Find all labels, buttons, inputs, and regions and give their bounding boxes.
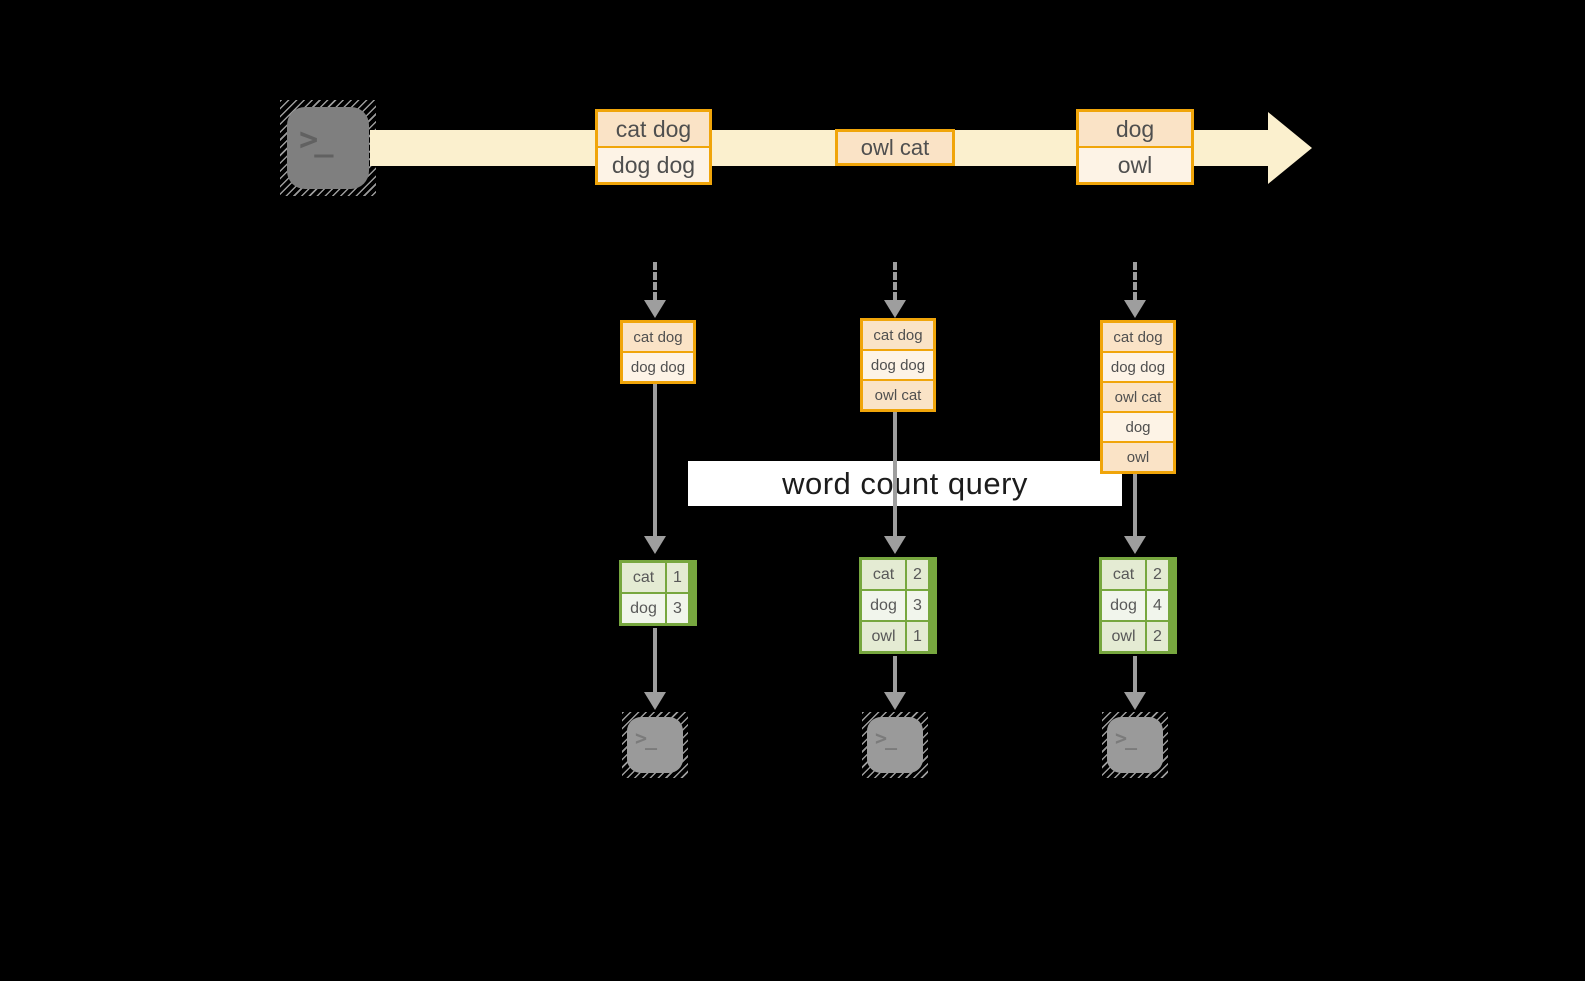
ingest-arrow-2	[884, 262, 906, 318]
stream-batch-1: cat dog dog dog	[595, 109, 712, 185]
count-cell: 2	[1147, 622, 1168, 651]
stream-item: dog dog	[598, 148, 709, 182]
output-arrow-2	[884, 656, 906, 710]
count-cell: 3	[667, 594, 688, 623]
stream-arrowhead-icon	[1268, 112, 1312, 184]
buffer-item: cat dog	[863, 321, 933, 349]
terminal-prompt-glyph: >_	[635, 726, 657, 750]
word-cell: dog	[862, 591, 905, 620]
stream-batch-3: dog owl	[1076, 109, 1194, 185]
output-arrow-1	[644, 628, 666, 710]
terminal-icon: >_	[867, 717, 923, 773]
buffer-item: cat dog	[1103, 323, 1173, 351]
word-cell: dog	[622, 594, 665, 623]
ingest-arrow-3	[1124, 262, 1146, 318]
sink-terminal-icon-3: >_	[1102, 712, 1168, 778]
terminal-prompt-glyph: >_	[299, 120, 333, 158]
count-cell: 2	[907, 560, 928, 589]
buffer-item: dog	[1103, 413, 1173, 441]
count-cell: 2	[1147, 560, 1168, 589]
count-cell: 4	[1147, 591, 1168, 620]
buffer-stack-3: cat dog dog dog owl cat dog owl	[1100, 320, 1176, 474]
buffer-stack-2: cat dog dog dog owl cat	[860, 318, 936, 412]
count-table-3: cat 2 dog 4 owl 2	[1099, 557, 1177, 654]
terminal-prompt-glyph: >_	[1115, 726, 1137, 750]
buffer-item: dog dog	[863, 351, 933, 379]
sink-terminal-icon-2: >_	[862, 712, 928, 778]
query-arrow-1	[644, 384, 666, 556]
word-cell: owl	[862, 622, 905, 651]
word-cell: cat	[862, 560, 905, 589]
output-arrow-3	[1124, 656, 1146, 710]
buffer-item: owl cat	[863, 381, 933, 409]
stream-item: cat dog	[598, 112, 709, 146]
count-cell: 1	[667, 563, 688, 592]
query-label: word count query	[782, 465, 1028, 501]
stream-item: owl	[1079, 148, 1191, 182]
buffer-item: owl cat	[1103, 383, 1173, 411]
stream-batch-2: owl cat	[835, 129, 955, 166]
query-band: word count query	[688, 461, 1122, 506]
query-arrow-2	[884, 412, 906, 554]
word-cell: cat	[1102, 560, 1145, 589]
terminal-icon: >_	[627, 717, 683, 773]
query-arrow-3	[1124, 474, 1146, 554]
sink-terminal-icon-1: >_	[622, 712, 688, 778]
count-table-1: cat 1 dog 3	[619, 560, 697, 626]
count-table-2: cat 2 dog 3 owl 1	[859, 557, 937, 654]
buffer-item: dog dog	[1103, 353, 1173, 381]
stream-item: dog	[1079, 112, 1191, 146]
source-terminal-icon: >_	[280, 100, 376, 196]
buffer-item: owl	[1103, 443, 1173, 471]
stream-item: owl cat	[838, 132, 952, 163]
buffer-stack-1: cat dog dog dog	[620, 320, 696, 384]
buffer-item: cat dog	[623, 323, 693, 351]
buffer-item: dog dog	[623, 353, 693, 381]
count-cell: 3	[907, 591, 928, 620]
terminal-icon: >_	[1107, 717, 1163, 773]
ingest-arrow-1	[644, 262, 666, 318]
terminal-prompt-glyph: >_	[875, 726, 897, 750]
word-cell: owl	[1102, 622, 1145, 651]
word-cell: dog	[1102, 591, 1145, 620]
terminal-icon: >_	[287, 107, 369, 189]
word-cell: cat	[622, 563, 665, 592]
count-cell: 1	[907, 622, 928, 651]
